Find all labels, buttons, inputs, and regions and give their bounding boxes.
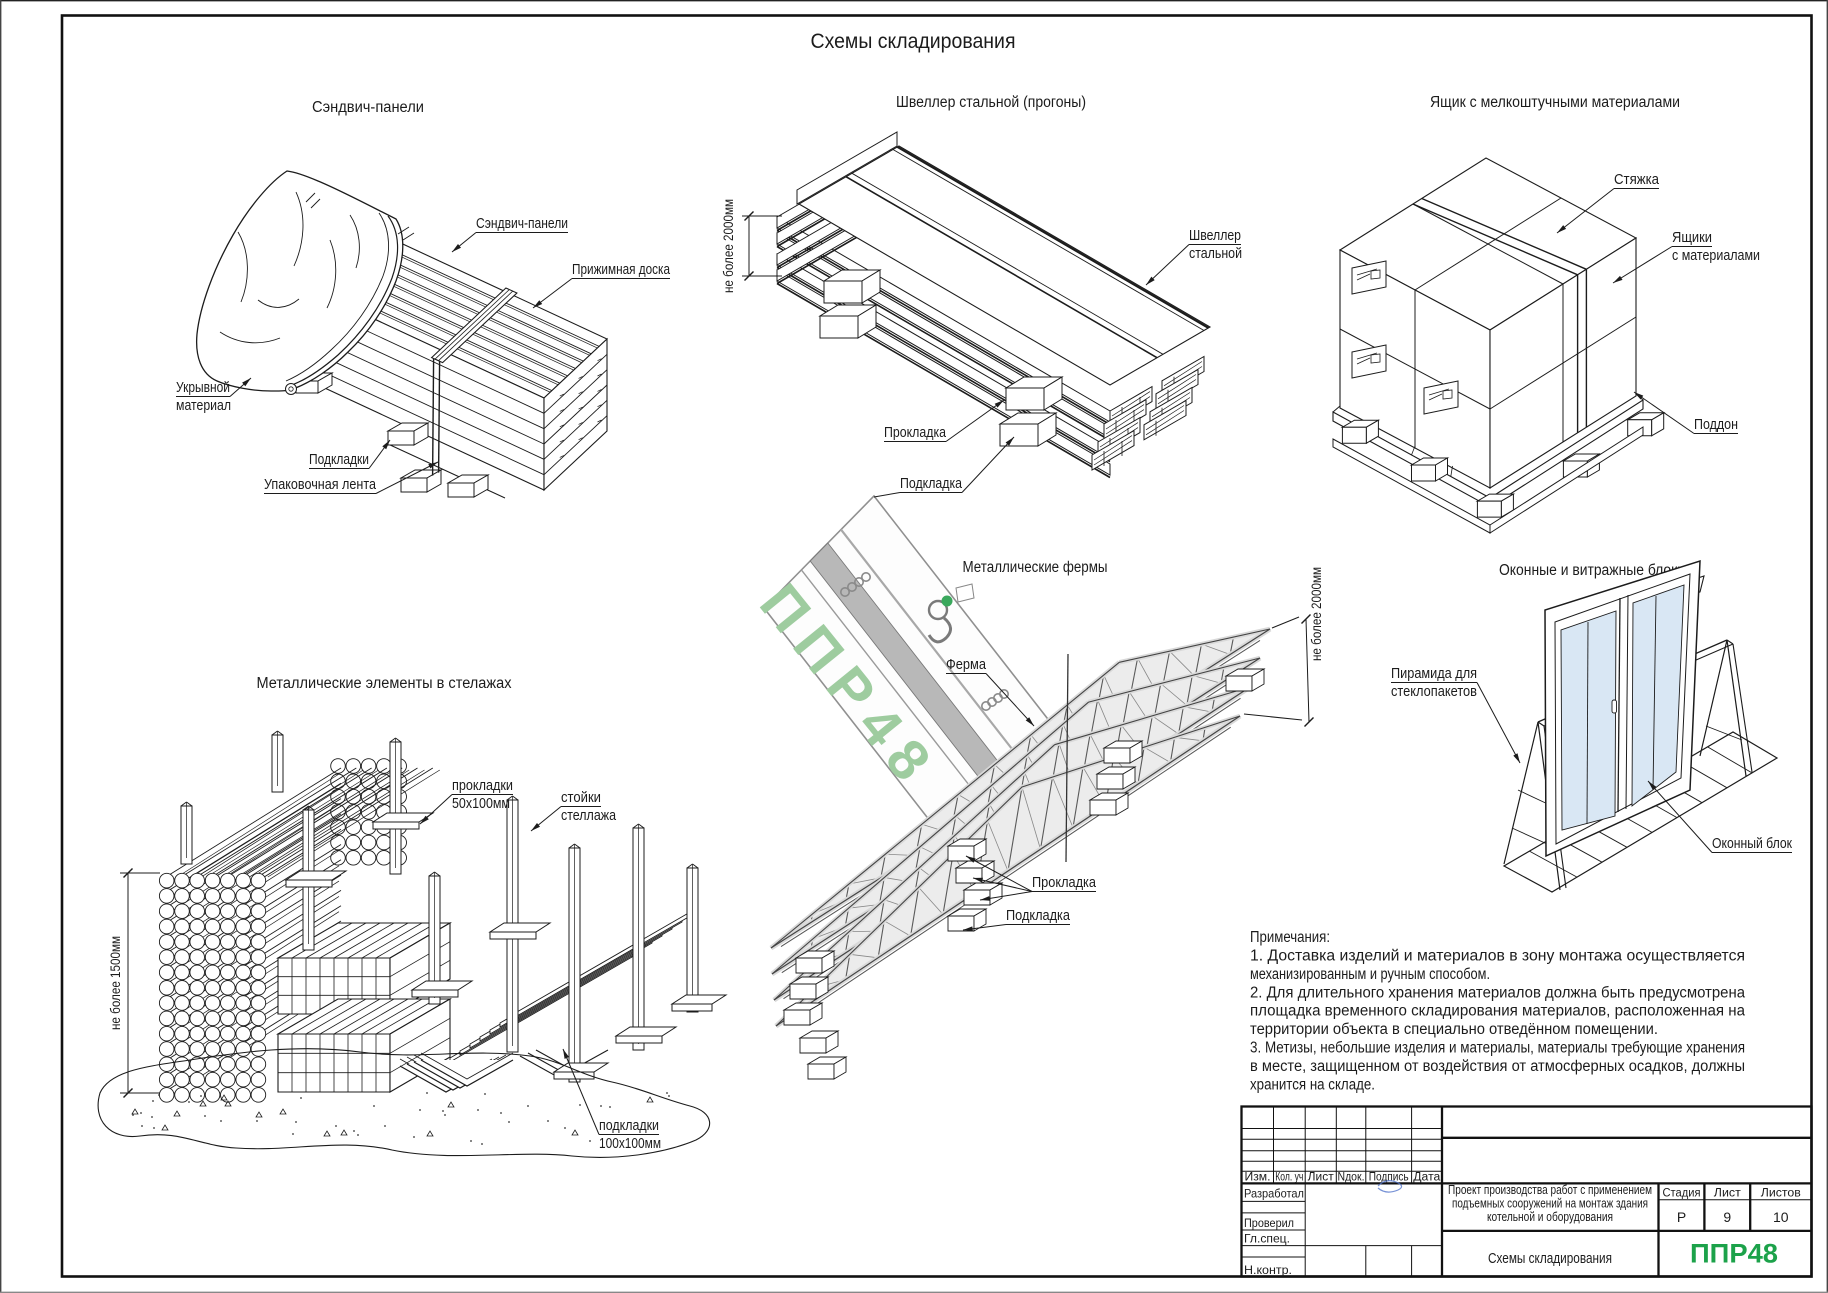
svg-text:Пирамида для: Пирамида для [1391, 666, 1477, 682]
svg-text:Примечания:: Примечания: [1250, 929, 1330, 946]
svg-text:территории объекта в специальн: территории объекта в специально отведённ… [1250, 1021, 1658, 1038]
svg-text:Подкладка: Подкладка [1006, 908, 1071, 924]
svg-text:Дата: Дата [1413, 1172, 1441, 1184]
svg-text:стойки: стойки [561, 790, 601, 806]
svg-text:50х100мм: 50х100мм [452, 796, 510, 812]
svg-text:Подкладки: Подкладки [309, 452, 369, 468]
svg-text:2. Для длительного хранения: 2. Для длительного хранения материалов д… [1250, 984, 1745, 1001]
svg-text:не более 2000мм: не более 2000мм [1309, 567, 1324, 661]
svg-text:Упаковочная лента: Упаковочная лента [264, 477, 377, 493]
svg-text:Ферма: Ферма [946, 657, 987, 673]
svg-text:Прокладка: Прокладка [884, 425, 947, 441]
svg-text:Ящики: Ящики [1672, 230, 1712, 246]
svg-text:прокладки: прокладки [452, 778, 513, 794]
svg-text:Лист: Лист [1308, 1172, 1335, 1184]
svg-text:Проверил: Проверил [1244, 1216, 1294, 1230]
svg-text:Оконные и витражные блоки: Оконные и витражные блоки [1499, 562, 1685, 579]
svg-text:Схемы складирования: Схемы складирования [811, 30, 1016, 53]
svg-text:хранится на складе.: хранится на складе. [1250, 1076, 1375, 1093]
svg-text:Поддон: Поддон [1694, 417, 1738, 433]
svg-text:Металлические фермы: Металлические фермы [963, 559, 1108, 576]
svg-text:Схемы складирования: Схемы складирования [1488, 1251, 1612, 1267]
svg-text:Гл.спец.: Гл.спец. [1244, 1232, 1290, 1246]
svg-text:материал: материал [176, 398, 231, 414]
svg-text:Кол. уч: Кол. уч [1275, 1172, 1303, 1184]
svg-text:не более 2000мм: не более 2000мм [721, 199, 736, 293]
svg-text:Прижимная доска: Прижимная доска [572, 262, 671, 278]
svg-text:Сэндвич-панели: Сэндвич-панели [312, 99, 424, 116]
svg-text:подкладки: подкладки [599, 1118, 659, 1134]
svg-text:Листов: Листов [1761, 1187, 1801, 1199]
svg-text:Изм.: Изм. [1245, 1172, 1271, 1184]
svg-text:механизированным и ручным спос: механизированным и ручным способом. [1250, 966, 1490, 983]
svg-text:100х100мм: 100х100мм [599, 1136, 661, 1152]
svg-text:1. Доставка изделий и мате: 1. Доставка изделий и материалов в зону … [1250, 947, 1745, 964]
svg-text:не более 1500мм: не более 1500мм [108, 936, 123, 1030]
svg-text:Укрывной: Укрывной [176, 380, 230, 396]
svg-text:Сэндвич-панели: Сэндвич-панели [476, 216, 568, 232]
svg-text:Прокладка: Прокладка [1032, 875, 1097, 891]
svg-text:Nдок.: Nдок. [1338, 1172, 1365, 1184]
svg-text:стеллажа: стеллажа [561, 808, 617, 824]
svg-text:Подпись: Подпись [1369, 1172, 1409, 1184]
svg-text:котельной и оборудования: котельной и оборудования [1487, 1209, 1613, 1224]
svg-text:Подкладка: Подкладка [900, 476, 963, 492]
svg-text:подъемных сооружений на монтаж: подъемных сооружений на монтаж здания [1452, 1196, 1648, 1211]
svg-text:с материалами: с материалами [1672, 248, 1760, 264]
svg-text:Ящик с мелкоштучными материала: Ящик с мелкоштучными материалами [1430, 94, 1680, 111]
svg-text:в месте, защищенном от воз: в месте, защищенном от воздействия от ат… [1250, 1058, 1745, 1075]
svg-text:стальной: стальной [1189, 246, 1242, 262]
svg-text:Швеллер стальной (прогоны): Швеллер стальной (прогоны) [896, 94, 1086, 111]
svg-text:10: 10 [1773, 1209, 1789, 1225]
svg-text:Р: Р [1677, 1209, 1686, 1225]
svg-text:9: 9 [1723, 1209, 1731, 1225]
svg-text:стеклопакетов: стеклопакетов [1391, 684, 1477, 700]
svg-text:площадка временного складиро: площадка временного складирования матери… [1250, 1003, 1745, 1020]
svg-text:3. Метизы, небольшие изделия и: 3. Метизы, небольшие изделия и материалы… [1250, 1040, 1745, 1057]
svg-text:Металлические элементы в стела: Металлические элементы в стелажах [257, 675, 512, 692]
svg-text:Н.контр.: Н.контр. [1244, 1263, 1292, 1277]
svg-text:Стяжка: Стяжка [1614, 172, 1660, 188]
svg-text:Проект производства работ с пр: Проект производства работ с применением [1448, 1182, 1652, 1197]
svg-text:Разработал: Разработал [1244, 1187, 1304, 1201]
svg-text:ППР48: ППР48 [1690, 1239, 1778, 1269]
svg-text:Лист: Лист [1714, 1187, 1742, 1199]
svg-text:Швеллер: Швеллер [1189, 228, 1241, 244]
svg-text:Стадия: Стадия [1663, 1187, 1701, 1199]
svg-text:Оконный блок: Оконный блок [1712, 836, 1793, 852]
